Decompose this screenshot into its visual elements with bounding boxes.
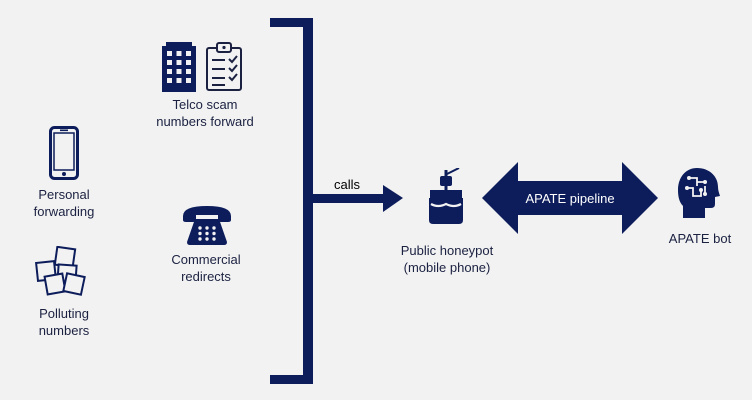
honeypot-icon (429, 168, 463, 224)
commercial-label-line2: redirects (181, 269, 231, 284)
personal-label-line1: Personal (38, 187, 90, 202)
pipeline-double-arrow (482, 162, 658, 234)
honeypot-label: Public honeypot (mobile phone) (386, 242, 508, 276)
pipeline-label: APATE pipeline (525, 191, 615, 206)
bot-label: APATE bot (668, 231, 732, 246)
clipboard-checklist-icon (206, 42, 242, 91)
polluting-numbers-label: Polluting numbers (16, 305, 112, 339)
mobile-phone-icon (49, 126, 79, 180)
sticky-notes-icon (35, 246, 86, 296)
building-icon (162, 42, 196, 92)
calls-label: calls (333, 177, 360, 192)
calls-arrow (312, 185, 403, 212)
collector-bracket (270, 18, 313, 384)
honeypot-label-line1: Public honeypot (400, 243, 494, 258)
polluting-label-line2: numbers (38, 323, 90, 338)
telco-label: Telco scam numbers forward (140, 96, 270, 130)
personal-forwarding-label: Personal forwarding (16, 186, 112, 220)
telco-label-line2: numbers forward (156, 114, 254, 129)
commercial-redirects-label: Commercial redirects (158, 251, 254, 285)
honeypot-label-line2: (mobile phone) (403, 260, 491, 275)
telco-label-line1: Telco scam (172, 97, 238, 112)
commercial-label-line1: Commercial (171, 252, 241, 267)
personal-label-line2: forwarding (33, 204, 95, 219)
telephone-icon (183, 206, 231, 245)
ai-bot-head-icon (678, 168, 720, 218)
polluting-label-line1: Polluting (39, 306, 89, 321)
